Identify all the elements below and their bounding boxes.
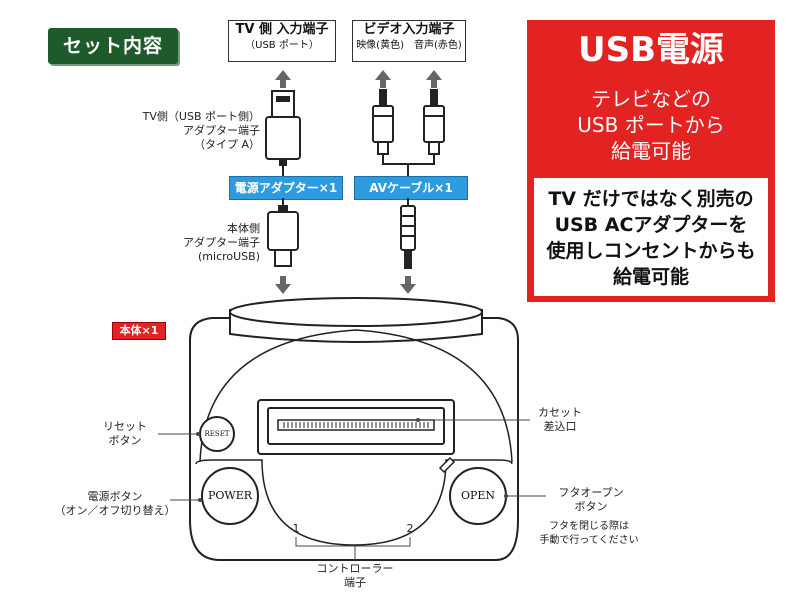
up-arrow-tv <box>275 70 291 88</box>
console-body-tag: 本体×1 <box>112 322 166 340</box>
power-button[interactable]: POWER <box>207 489 253 502</box>
controller-callout-line1: コントローラー <box>316 562 394 575</box>
open-callout-line2: ボタン <box>574 500 608 513</box>
av-minijack-plug-icon <box>400 205 416 269</box>
note-line2: 手動で行ってください <box>539 535 639 546</box>
usb-power-detail-line1: TV だけではなく別売の <box>548 188 754 210</box>
power-adapter-label: 電源アダプター×1 <box>229 176 343 200</box>
power-button-callout: 電源ボタン （オン／オフ切り替え） <box>52 490 178 518</box>
usb-power-subtitle: テレビなどの USB ポートから 給電可能 <box>527 86 775 164</box>
set-contents-tag: セット内容 <box>48 28 178 64</box>
controller-port-callout: コントローラー 端子 <box>308 562 402 590</box>
open-button-callout: フタオープン ボタン <box>548 486 634 514</box>
reset-button-callout: リセット ボタン <box>92 420 158 448</box>
down-arrow-av <box>400 276 416 294</box>
reset-button[interactable]: RESET <box>204 430 230 438</box>
open-button[interactable]: OPEN <box>460 489 496 502</box>
tv-side-label-line1: TV側（USB ポート側） <box>142 110 260 123</box>
body-side-label-line3: (microUSB) <box>198 250 260 263</box>
usb-power-sub-line1: テレビなどの <box>591 87 711 111</box>
controller-port-2: 2 <box>406 522 414 535</box>
controller-callout-line2: 端子 <box>344 576 366 589</box>
lid-close-note: フタを閉じる際は 手動で行ってください <box>533 520 645 548</box>
tv-side-connector-label: TV側（USB ポート側） アダプター端子 （タイプ A） <box>110 110 260 152</box>
video-input-box: ビデオ入力端子 映像(黄色) 音声(赤色) <box>352 20 466 62</box>
cartridge-callout-line1: カセット <box>538 406 582 419</box>
open-callout-line1: フタオープン <box>558 486 624 499</box>
video-input-title: ビデオ入力端子 <box>363 22 455 37</box>
reset-callout-line2: ボタン <box>108 434 142 447</box>
usb-power-detail-line2: USB ACアダプターを <box>554 214 748 236</box>
usb-power-title: USB電源 <box>577 30 724 70</box>
body-side-connector-label: 本体側 アダプター端子 (microUSB) <box>130 222 260 264</box>
usb-power-sub-line2: USB ポートから <box>577 113 725 137</box>
power-callout-line1: 電源ボタン <box>87 490 143 503</box>
cartridge-slot-pins <box>283 422 429 428</box>
tv-side-label-line2: アダプター端子 <box>183 124 260 137</box>
micro-usb-plug-icon <box>267 205 299 267</box>
usb-power-detail-line3: 使用しコンセントからも <box>546 240 756 262</box>
cartridge-slot-callout: カセット 差込口 <box>532 406 588 434</box>
tv-input-title: TV 側 入力端子 <box>235 22 329 37</box>
usb-power-detail-box <box>534 178 768 296</box>
down-arrow-adapter <box>275 276 291 294</box>
body-side-label-line1: 本体側 <box>227 222 260 235</box>
body-side-label-line2: アダプター端子 <box>183 236 260 249</box>
cartridge-callout-line2: 差込口 <box>543 420 577 433</box>
console-body <box>189 297 519 561</box>
tv-input-sub: （USB ポート） <box>245 40 319 51</box>
reset-callout-line1: リセット <box>103 420 147 433</box>
usb-power-detail-line4: 給電可能 <box>612 266 689 288</box>
usb-power-sub-line3: 給電可能 <box>611 139 691 163</box>
usb-power-detail-text: TV だけではなく別売の USB ACアダプターを 使用しコンセントからも 給電… <box>534 186 768 290</box>
usb-a-plug-icon <box>265 90 301 166</box>
note-line1: フタを閉じる際は <box>549 521 629 532</box>
controller-port-1: 1 <box>292 522 300 535</box>
rca-plug-yellow-icon <box>372 89 394 155</box>
power-callout-line2: （オン／オフ切り替え） <box>54 504 176 517</box>
av-cable-label: AVケーブル×1 <box>354 176 468 200</box>
power-button-shape <box>201 467 259 525</box>
rca-plug-red-icon <box>423 89 445 155</box>
video-input-sub: 映像(黄色) 音声(赤色) <box>356 40 462 51</box>
tv-side-label-line3: （タイプ A） <box>193 138 260 151</box>
up-arrow-video <box>375 70 442 88</box>
tv-input-box: TV 側 入力端子 （USB ポート） <box>228 20 336 62</box>
